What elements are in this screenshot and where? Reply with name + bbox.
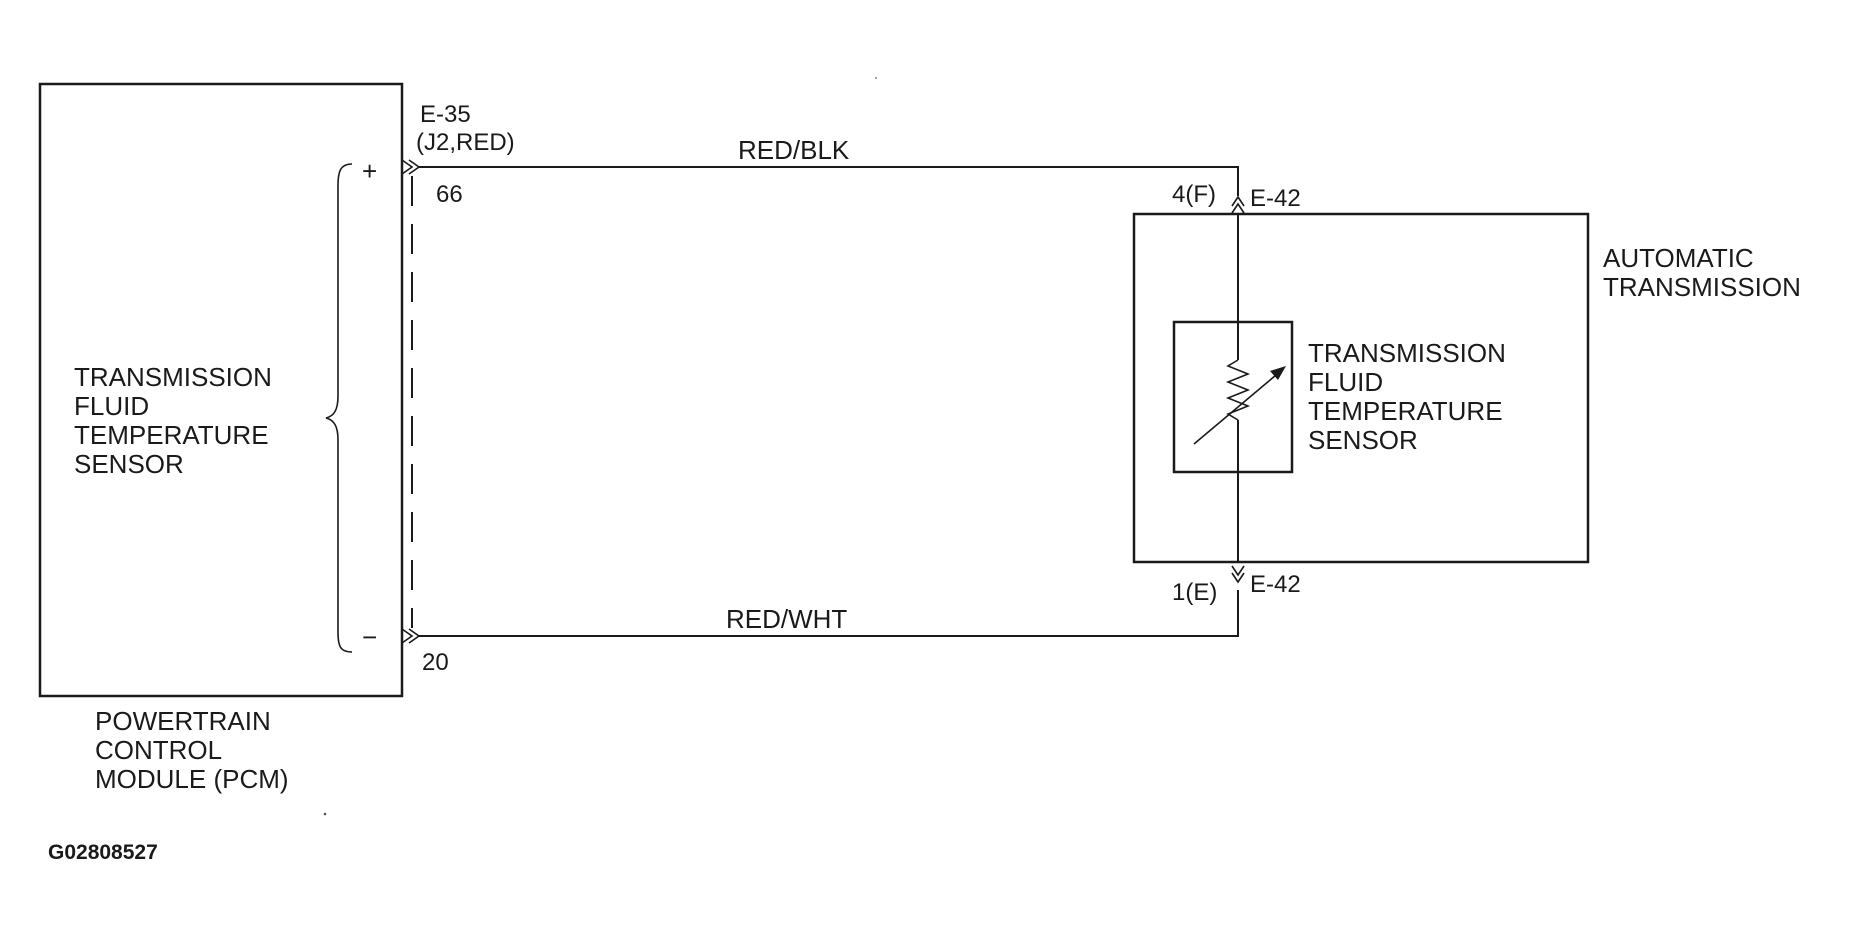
connector-id-e35: E-35 [420, 101, 471, 128]
connector-id-e42-top: E-42 [1250, 185, 1301, 212]
pcm-internal-line: TEMPERATURE [74, 420, 269, 450]
pcm-internal-line: SENSOR [74, 449, 184, 479]
transmission-label-line: AUTOMATIC [1603, 243, 1754, 273]
pcm-internal-line: TRANSMISSION [74, 362, 272, 392]
transmission-label-line: TRANSMISSION [1603, 272, 1801, 302]
arrowhead-icon [1270, 366, 1286, 380]
pcm-caption-line: POWERTRAIN [95, 706, 271, 736]
transmission-label: AUTOMATIC TRANSMISSION [1603, 243, 1801, 302]
wire-red-wht [419, 590, 1239, 637]
plus-symbol: + [362, 156, 377, 186]
transmission-box [1132, 212, 1590, 564]
sensor-label-line: TEMPERATURE [1308, 396, 1503, 426]
sensor-label-line: SENSOR [1308, 425, 1418, 455]
pin-number-4f: 4(F) [1172, 181, 1216, 208]
pin-number-bottom: 20 [422, 649, 449, 676]
connector-chevron-e42-top [1231, 195, 1245, 214]
curly-brace [325, 163, 353, 653]
pcm-box [38, 82, 404, 698]
variable-arrow-icon [1193, 369, 1283, 445]
sensor-label-line: TRANSMISSION [1308, 338, 1506, 368]
sensor-label: TRANSMISSION FLUID TEMPERATURE SENSOR [1308, 338, 1513, 455]
scan-speck [875, 77, 877, 79]
pcm-internal-line: FLUID [74, 391, 149, 421]
pcm-caption-line: CONTROL [95, 735, 222, 765]
pcm-module: TRANSMISSION FLUID TEMPERATURE SENSOR + … [38, 82, 404, 794]
scan-speck [323, 812, 327, 816]
figure-id: G02808527 [48, 841, 158, 864]
pcm-connector: E-35 (J2,RED) 66 20 [401, 101, 515, 676]
connector-chevron-e42-bottom [1231, 565, 1245, 584]
connector-chevron-top [401, 159, 421, 175]
sensor-box [1172, 320, 1294, 474]
minus-symbol: − [362, 622, 377, 652]
pin-number-top: 66 [436, 181, 463, 208]
pcm-caption: POWERTRAIN CONTROL MODULE (PCM) [95, 706, 289, 794]
wires: RED/BLK RED/WHT [419, 135, 1239, 637]
wire-label-top: RED/BLK [738, 135, 850, 165]
sensor-label-line: FLUID [1308, 367, 1383, 397]
wire-red-blk [419, 166, 1239, 196]
pcm-internal-label: TRANSMISSION FLUID TEMPERATURE SENSOR [74, 362, 279, 479]
connector-id-e42-bottom: E-42 [1250, 571, 1301, 598]
pcm-caption-line: MODULE (PCM) [95, 764, 289, 794]
thermistor-icon [1225, 359, 1251, 421]
pin-number-1e: 1(E) [1172, 579, 1217, 606]
connector-chevron-bottom [401, 628, 421, 644]
connector-detail: (J2,RED) [416, 129, 515, 156]
automatic-transmission: AUTOMATIC TRANSMISSION 4(F) E-42 1(E) E-… [1132, 181, 1801, 606]
wire-label-bottom: RED/WHT [726, 604, 847, 634]
